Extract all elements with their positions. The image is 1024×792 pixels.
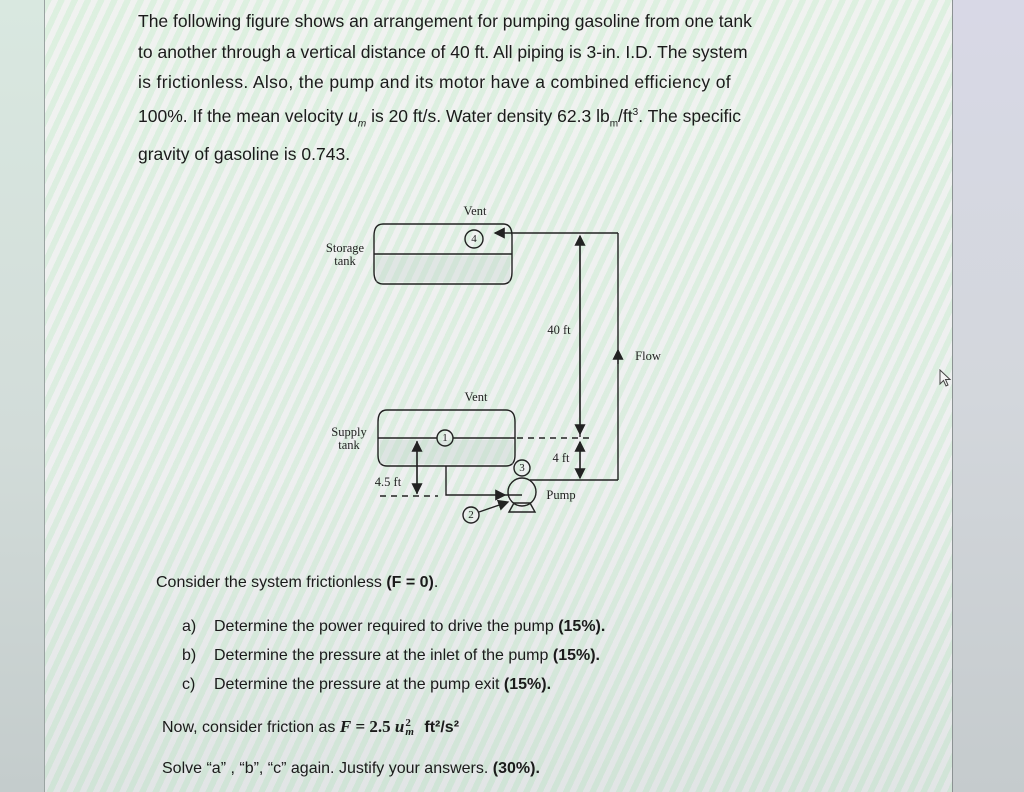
problem-statement: The following figure shows an arrangemen… (138, 6, 858, 170)
intro-line-5: gravity of gasoline is 0.743. (138, 144, 351, 165)
intro-line-1: The following figure shows an arrangemen… (138, 11, 752, 31)
question-b: b)Determine the pressure at the inlet of… (182, 647, 600, 664)
intro-line-4: 100%. If the mean velocity um is 20 ft/s… (138, 105, 741, 129)
right-screen-margin (952, 0, 1024, 792)
document-page (45, 0, 952, 792)
left-screen-margin (0, 0, 45, 792)
question-c: c)Determine the pressure at the pump exi… (182, 676, 552, 693)
frictionless-statement: Consider the system frictionless (F = 0)… (156, 574, 439, 591)
question-list: a)Determine the power required to drive … (182, 618, 605, 705)
solve-again-statement: Solve “a” , “b”, “c” again. Justify your… (162, 760, 540, 777)
mouse-pointer-icon (939, 368, 953, 394)
question-a: a)Determine the power required to drive … (182, 618, 606, 635)
intro-line-2: to another through a vertical distance o… (138, 41, 748, 62)
intro-line-3: is frictionless. Also, the pump and its … (138, 72, 732, 92)
